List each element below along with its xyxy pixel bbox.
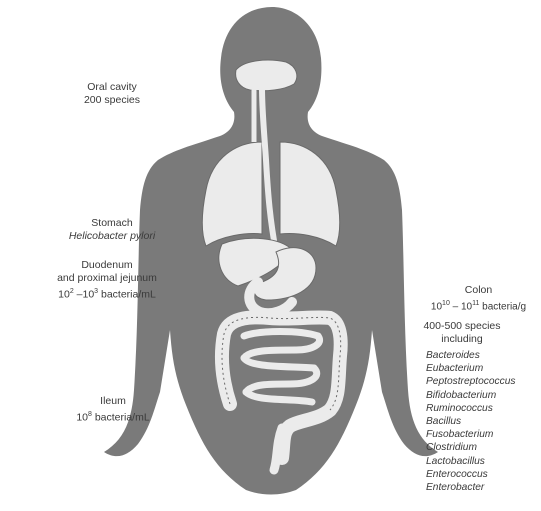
species-item: Enterococcus: [426, 468, 515, 481]
colon-species-count: 400-500 species: [412, 320, 512, 333]
species-item: Clostridium: [426, 441, 515, 454]
colon-species-including: including: [412, 333, 512, 346]
species-item: Eubacterium: [426, 362, 515, 375]
species-item: Bacillus: [426, 415, 515, 428]
species-item: Fusobacterium: [426, 428, 515, 441]
duodenum-title: Duodenum: [22, 259, 192, 272]
species-item: Ruminococcus: [426, 402, 515, 415]
colon-species-list: Bacteroides Eubacterium Peptostreptococc…: [426, 349, 515, 494]
duodenum-subtitle: and proximal jejunum: [22, 272, 192, 285]
oral-cavity-count: 200 species: [52, 94, 172, 107]
colon-count: 1010 – 1011 bacteria/g: [416, 297, 541, 313]
duodenum-label: Duodenum and proximal jejunum 102 –103 b…: [22, 259, 192, 302]
colon-label: Colon 1010 – 1011 bacteria/g: [416, 284, 541, 313]
oral-cavity-label: Oral cavity 200 species: [52, 81, 172, 107]
ileum-label: Ileum 108 bacteria/mL: [38, 395, 188, 425]
species-item: Lactobacillus: [426, 455, 515, 468]
ileum-title: Ileum: [38, 395, 188, 408]
oral-cavity-title: Oral cavity: [52, 81, 172, 94]
species-item: Bifidobacterium: [426, 389, 515, 402]
stomach-species: Helicobacter pylori: [42, 230, 182, 243]
ileum-count: 108 bacteria/mL: [38, 408, 188, 425]
species-item: Bacteroides: [426, 349, 515, 362]
duodenum-count: 102 –103 bacteria/mL: [22, 285, 192, 302]
colon-species-count-label: 400-500 species including: [412, 320, 512, 346]
species-item: Peptostreptococcus: [426, 375, 515, 388]
colon-title: Colon: [416, 284, 541, 297]
oral-cavity: [236, 60, 297, 91]
stomach-label: Stomach Helicobacter pylori: [42, 217, 182, 243]
species-item: Enterobacter: [426, 481, 515, 494]
stomach-title: Stomach: [42, 217, 182, 230]
